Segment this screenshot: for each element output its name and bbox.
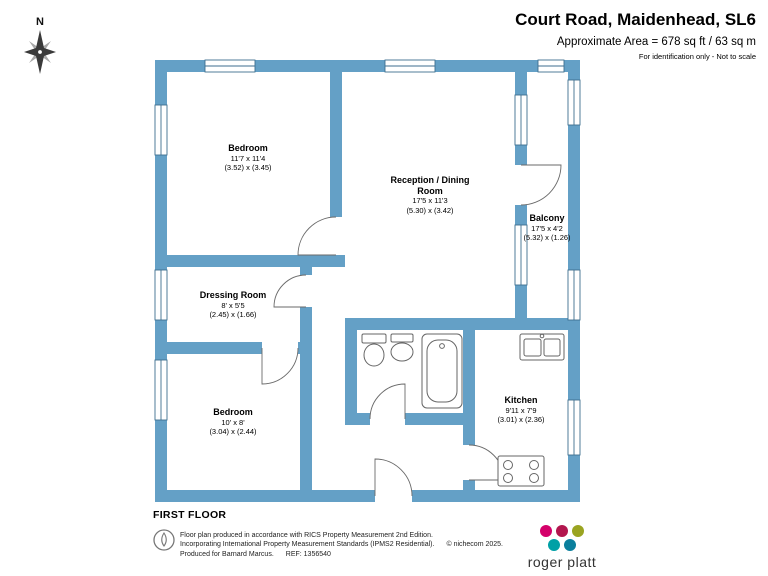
disclaimer-line-3: Produced for Barnard Marcus. REF: 1356540: [180, 550, 503, 559]
disclaimer: Floor plan produced in accordance with R…: [180, 531, 503, 559]
basin-icon: [390, 333, 414, 362]
room-name: Dressing Room: [199, 290, 267, 300]
window: [537, 59, 565, 73]
identification-note: For identification only - Not to scale: [638, 52, 756, 61]
header: Court Road, Maidenhead, SL6 Approximate …: [515, 10, 756, 61]
room-dims-metric: (5.30) x (3.42): [406, 205, 454, 215]
room-dims-imperial: 17'5 x 11'3: [412, 196, 448, 206]
room-dims-imperial: 8' x 5'5: [221, 300, 245, 310]
kitchen-sink-icon: [519, 333, 565, 361]
agency-logo: roger platt: [522, 524, 602, 570]
room-dims-metric: (5.32) x (1.26): [523, 232, 571, 242]
door-arc: [369, 383, 406, 420]
room-dims-imperial: 11'7 x 11'4: [230, 153, 266, 163]
reference-number: REF: 1356540: [285, 550, 331, 558]
room-dims-imperial: 17'5 x 4'2: [531, 223, 563, 233]
room-dims-metric: (3.01) x (2.36): [497, 414, 545, 424]
compass-north-label: N: [36, 16, 44, 28]
brand-dot: [548, 539, 560, 551]
approximate-area: Approximate Area = 678 sq ft / 63 sq m: [556, 36, 756, 48]
room-label-kitchen: Kitchen 9'11 x 7'9 (3.01) x (2.36): [476, 395, 566, 424]
brand-dot: [564, 539, 576, 551]
room-dims-imperial: 10' x 8': [221, 417, 245, 427]
room-name: Bedroom: [228, 143, 268, 153]
brand-dot: [572, 525, 584, 537]
brand-dots: [534, 524, 590, 552]
door-arc: [297, 216, 337, 256]
window: [384, 59, 436, 73]
room-label-reception: Reception / Dining Room 17'5 x 11'3 (5.3…: [390, 175, 470, 215]
brand-dot: [556, 525, 568, 537]
brand-name: roger platt: [527, 554, 597, 570]
room-label-balcony: Balcony 17'5 x 4'2 (5.32) x (1.26): [517, 213, 577, 242]
disclaimer-text: Incorporating International Property Mea…: [180, 541, 435, 549]
room-dims-metric: (3.04) x (2.44): [209, 426, 257, 436]
room-name: Bedroom: [213, 407, 253, 417]
door-arc: [261, 347, 299, 385]
room-dims-metric: (3.52) x (3.45): [224, 162, 272, 172]
disclaimer-text: Floor plan produced in accordance with R…: [180, 532, 433, 539]
room-name: Balcony: [529, 213, 565, 223]
window: [567, 269, 581, 321]
window: [154, 104, 168, 156]
window: [154, 269, 168, 321]
disclaimer-line-1: Floor plan produced in accordance with R…: [180, 531, 503, 540]
disclaimer-text: Produced for Barnard Marcus.: [180, 550, 274, 558]
window: [154, 359, 168, 421]
room-dims-metric: (2.45) x (1.66): [209, 309, 257, 319]
brand-dot: [540, 525, 552, 537]
doors: [261, 164, 562, 497]
bathtub-icon: [421, 333, 463, 409]
window: [204, 59, 256, 73]
toilet-icon: [361, 333, 387, 367]
compass-rose: N: [24, 16, 56, 74]
copyright-text: © nichecom 2025.: [446, 541, 503, 549]
room-label-dressing-room: Dressing Room 8' x 5'5 (2.45) x (1.66): [183, 290, 283, 319]
floor-label: FIRST FLOOR: [153, 509, 227, 521]
floor-plan-drawing: [154, 59, 581, 502]
floor-plan: Bedroom 11'7 x 11'4 (3.52) x (3.45) Rece…: [150, 55, 590, 510]
room-label-bedroom-1: Bedroom 11'7 x 11'4 (3.52) x (3.45): [198, 143, 298, 172]
door-arc: [374, 458, 413, 497]
stove-icon: [497, 455, 545, 487]
nichecom-icon: [153, 529, 175, 551]
window: [567, 399, 581, 456]
window: [567, 79, 581, 126]
windows: [154, 59, 581, 456]
room-dims-imperial: 9'11 x 7'9: [505, 405, 537, 415]
window: [514, 224, 528, 286]
room-label-bedroom-2: Bedroom 10' x 8' (3.04) x (2.44): [183, 407, 283, 436]
page-title: Court Road, Maidenhead, SL6: [515, 10, 756, 29]
room-name: Reception / Dining Room: [390, 175, 470, 196]
compass-center: [37, 49, 43, 55]
room-name: Kitchen: [504, 395, 538, 405]
disclaimer-line-2: Incorporating International Property Mea…: [180, 540, 503, 549]
door-arc: [273, 274, 307, 308]
window: [514, 94, 528, 146]
door-arc: [520, 164, 562, 206]
